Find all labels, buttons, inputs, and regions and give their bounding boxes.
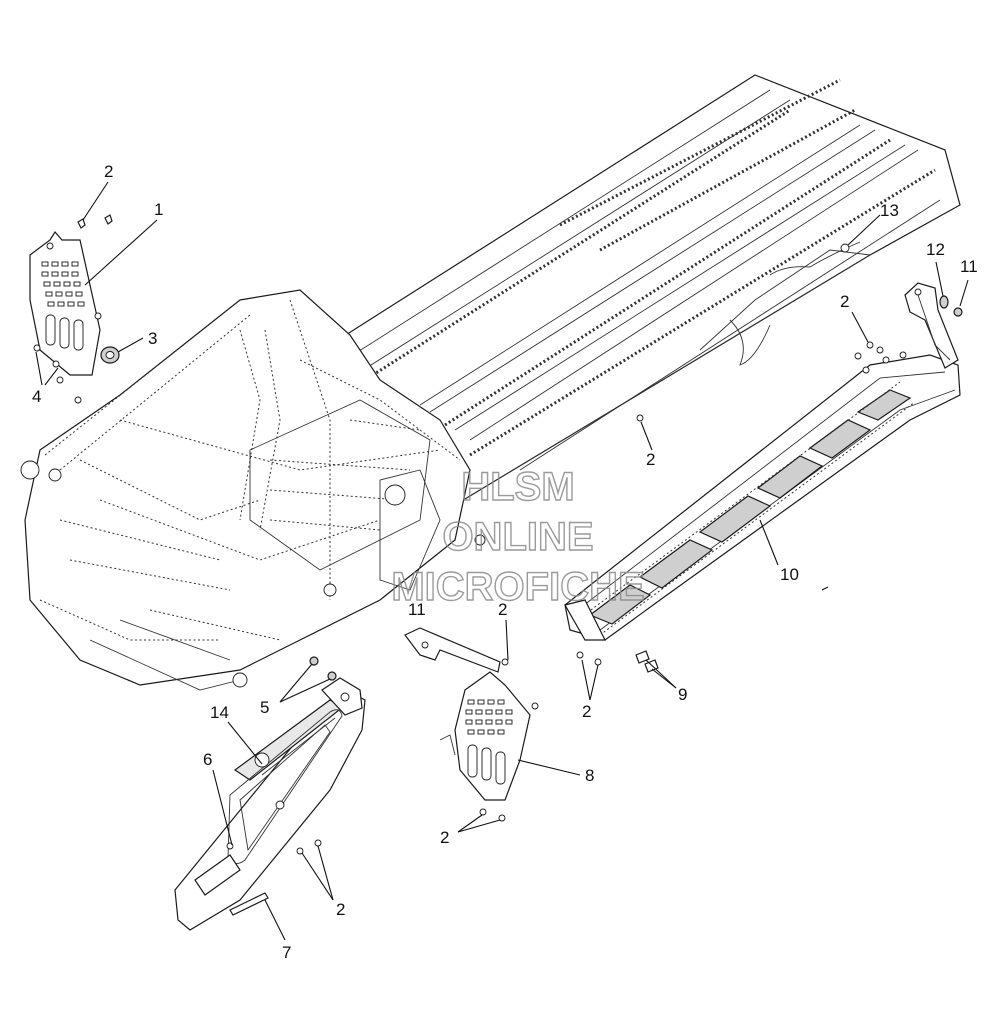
callout-12: 12: [926, 240, 945, 259]
callout-labels: 2 1 3 4 13 12 11 2 2 10 11 2 2 9 5 14 6 …: [32, 162, 978, 962]
fasteners-running-board: [576, 243, 963, 673]
grille-holes: [41, 261, 85, 307]
callout-6: 6: [203, 750, 212, 769]
callout-2: 2: [498, 600, 507, 619]
callout-2: 2: [646, 450, 655, 469]
front-frame: [20, 289, 486, 691]
callout-2: 2: [440, 828, 449, 847]
part-12-washer: [939, 295, 949, 309]
part-11-bracket: [404, 627, 509, 673]
callout-11: 11: [960, 257, 978, 276]
part-11-nut: [953, 307, 963, 317]
callout-3: 3: [148, 329, 157, 348]
callout-2: 2: [336, 900, 345, 919]
running-board-cells: [588, 389, 912, 625]
part-8-grille: [439, 671, 539, 822]
callout-9: 9: [678, 685, 687, 704]
callout-14: 14: [210, 703, 229, 722]
chassis-tunnel: [329, 74, 961, 506]
callout-13: 13: [880, 201, 899, 220]
fasteners-part-1: [33, 214, 120, 404]
callout-8: 8: [585, 766, 594, 785]
watermark-line-3: MICROFICHE: [391, 565, 644, 609]
part-9-rivet: [635, 650, 650, 664]
callout-1: 1: [154, 200, 163, 219]
part-10-running-board: [564, 282, 961, 641]
callout-5: 5: [260, 698, 269, 717]
callout-11: 11: [408, 600, 426, 619]
part-1-side-grille: [29, 230, 101, 376]
callout-4: 4: [32, 387, 41, 406]
watermark-line-2: ONLINE: [442, 515, 593, 559]
callout-2: 2: [104, 162, 113, 181]
part-7-strip: [229, 892, 269, 916]
callout-2: 2: [840, 292, 849, 311]
stray-tick: [821, 586, 829, 591]
callout-7: 7: [282, 943, 291, 962]
callout-2: 2: [582, 702, 591, 721]
watermark: HLSM ONLINE MICROFICHE: [391, 464, 646, 609]
watermark-line-1: HLSM: [461, 465, 574, 509]
leader-lines: [35, 181, 969, 941]
callout-10: 10: [780, 565, 799, 584]
part-8-holes: [465, 699, 513, 735]
part-6-side-panel: [174, 656, 366, 931]
